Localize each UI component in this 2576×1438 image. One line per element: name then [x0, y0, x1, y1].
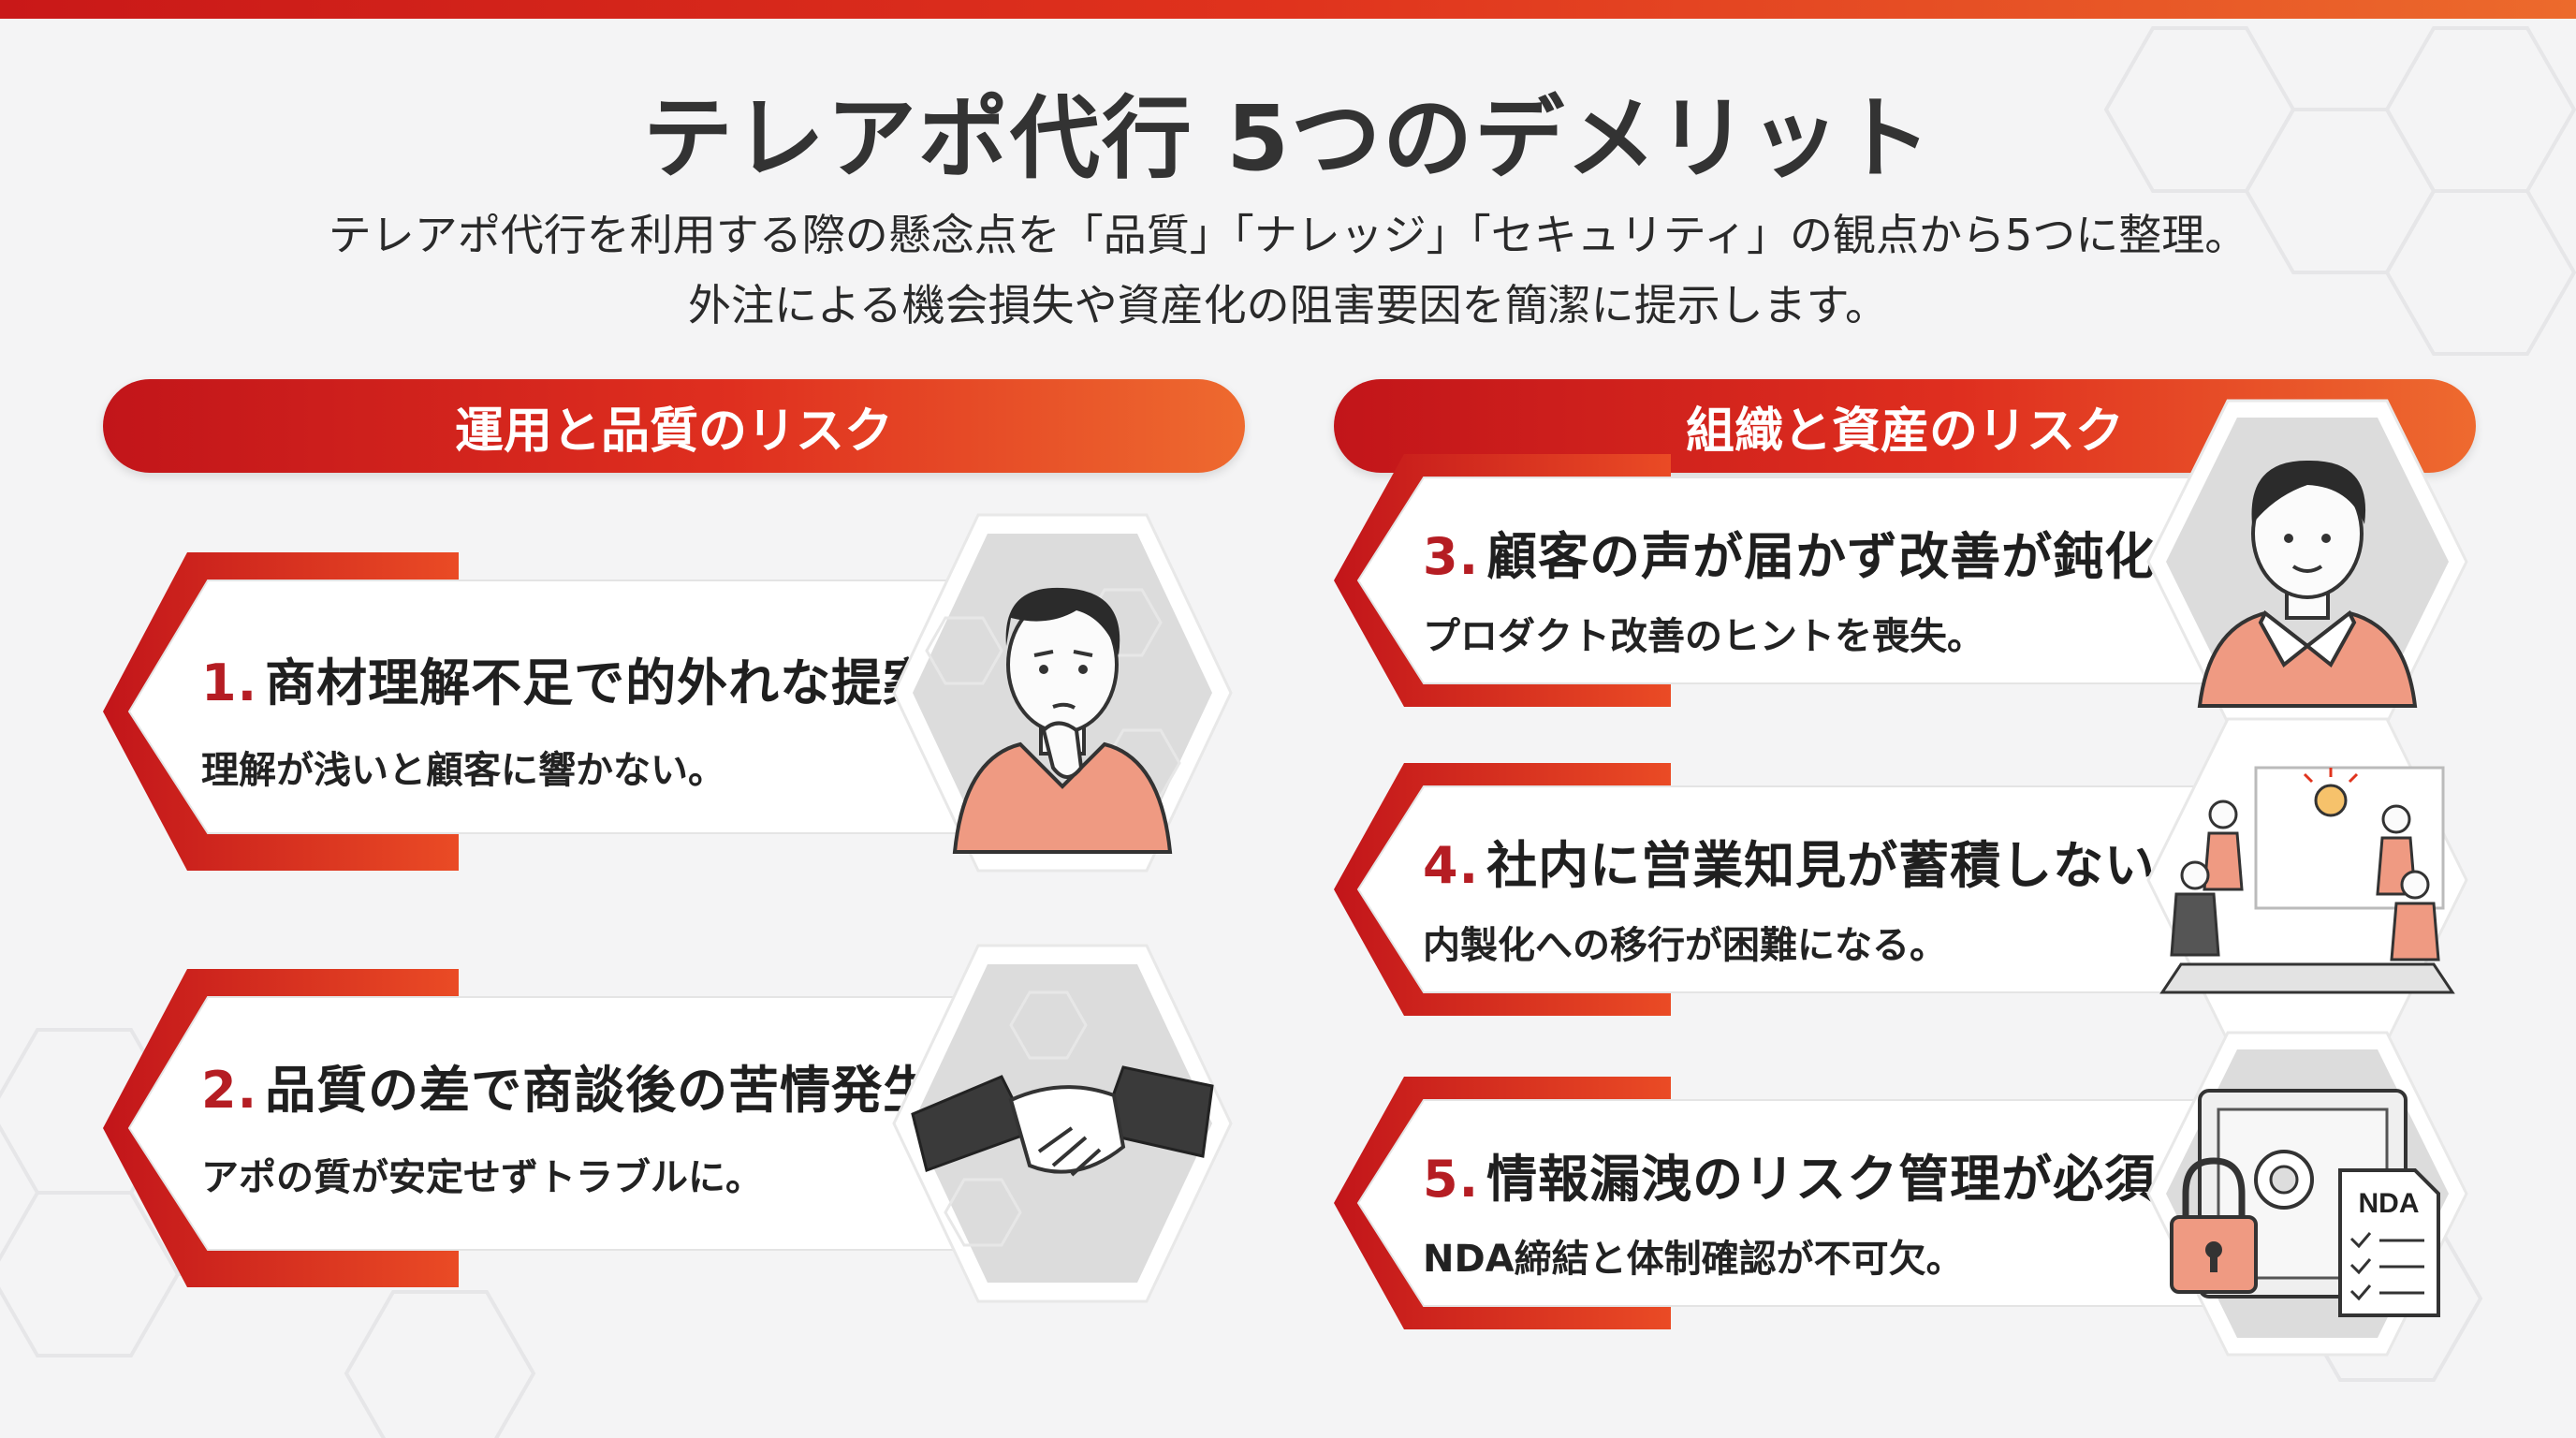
card-shape — [1334, 454, 2364, 707]
card-number: 5. — [1423, 1150, 1480, 1209]
risk-card-5: 5.情報漏洩のリスク管理が必須 NDA締結と体制確認が不可欠。 — [1334, 1077, 2476, 1329]
card-description: プロダクト改善のヒントを喪失。 — [1423, 615, 1984, 658]
card-title: 品質の差で商談後の苦情発生 — [265, 1061, 935, 1120]
subtitle-line-2: 外注による機会損失や資産化の阻害要因を簡潔に提示します。 — [687, 280, 1889, 330]
card-description: NDA締結と体制確認が不可欠。 — [1423, 1238, 1964, 1281]
section-header-operation-quality: 運用と品質のリスク — [103, 379, 1245, 473]
person-icon — [2146, 399, 2468, 725]
safe-lock-icon: NDA — [2146, 1031, 2468, 1357]
risk-card-3: 3.顧客の声が届かず改善が鈍化 プロダクト改善のヒントを喪失。 — [1334, 454, 2476, 707]
card-shape — [1334, 1077, 2364, 1329]
card-number: 1. — [201, 653, 258, 712]
card-title: 情報漏洩のリスク管理が必須 — [1486, 1150, 2157, 1209]
nda-label: NDA — [2359, 1188, 2420, 1219]
card-title: 商材理解不足で的外れな提案 — [265, 653, 935, 712]
handshake-icon — [892, 944, 1233, 1303]
subtitle-line-1: テレアポ代行を利用する際の懸念点を「品質」「ナレッジ」「セキュリティ」の観点から… — [328, 210, 2248, 260]
card-description: 理解が浅いと顧客に響かない。 — [201, 749, 725, 792]
card-shape — [103, 969, 1134, 1287]
card-description: 内製化への移行が困難になる。 — [1423, 924, 1947, 967]
risk-card-2: 2.品質の差で商談後の苦情発生 アポの質が安定せずトラブルに。 — [103, 969, 1245, 1287]
card-number: 2. — [201, 1061, 258, 1120]
card-title: 顧客の声が届かず改善が鈍化 — [1486, 527, 2157, 586]
team-meeting-icon — [2146, 717, 2468, 1043]
thinking-person-icon — [892, 513, 1233, 873]
card-shape — [103, 552, 1134, 871]
card-number: 3. — [1423, 527, 1480, 586]
page-title: テレアポ代行 5つのデメリット — [642, 86, 1934, 191]
card-shape — [1334, 763, 2364, 1016]
card-title: 社内に営業知見が蓄積しない — [1486, 836, 2157, 895]
top-accent-bar — [0, 0, 2576, 19]
risk-card-1: 1.商材理解不足で的外れな提案 理解が浅いと顧客に響かない。 — [103, 552, 1245, 871]
risk-card-4: 4.社内に営業知見が蓄積しない 内製化への移行が困難になる。 — [1334, 763, 2476, 1016]
card-description: アポの質が安定せずトラブルに。 — [201, 1156, 763, 1199]
card-number: 4. — [1423, 836, 1480, 895]
